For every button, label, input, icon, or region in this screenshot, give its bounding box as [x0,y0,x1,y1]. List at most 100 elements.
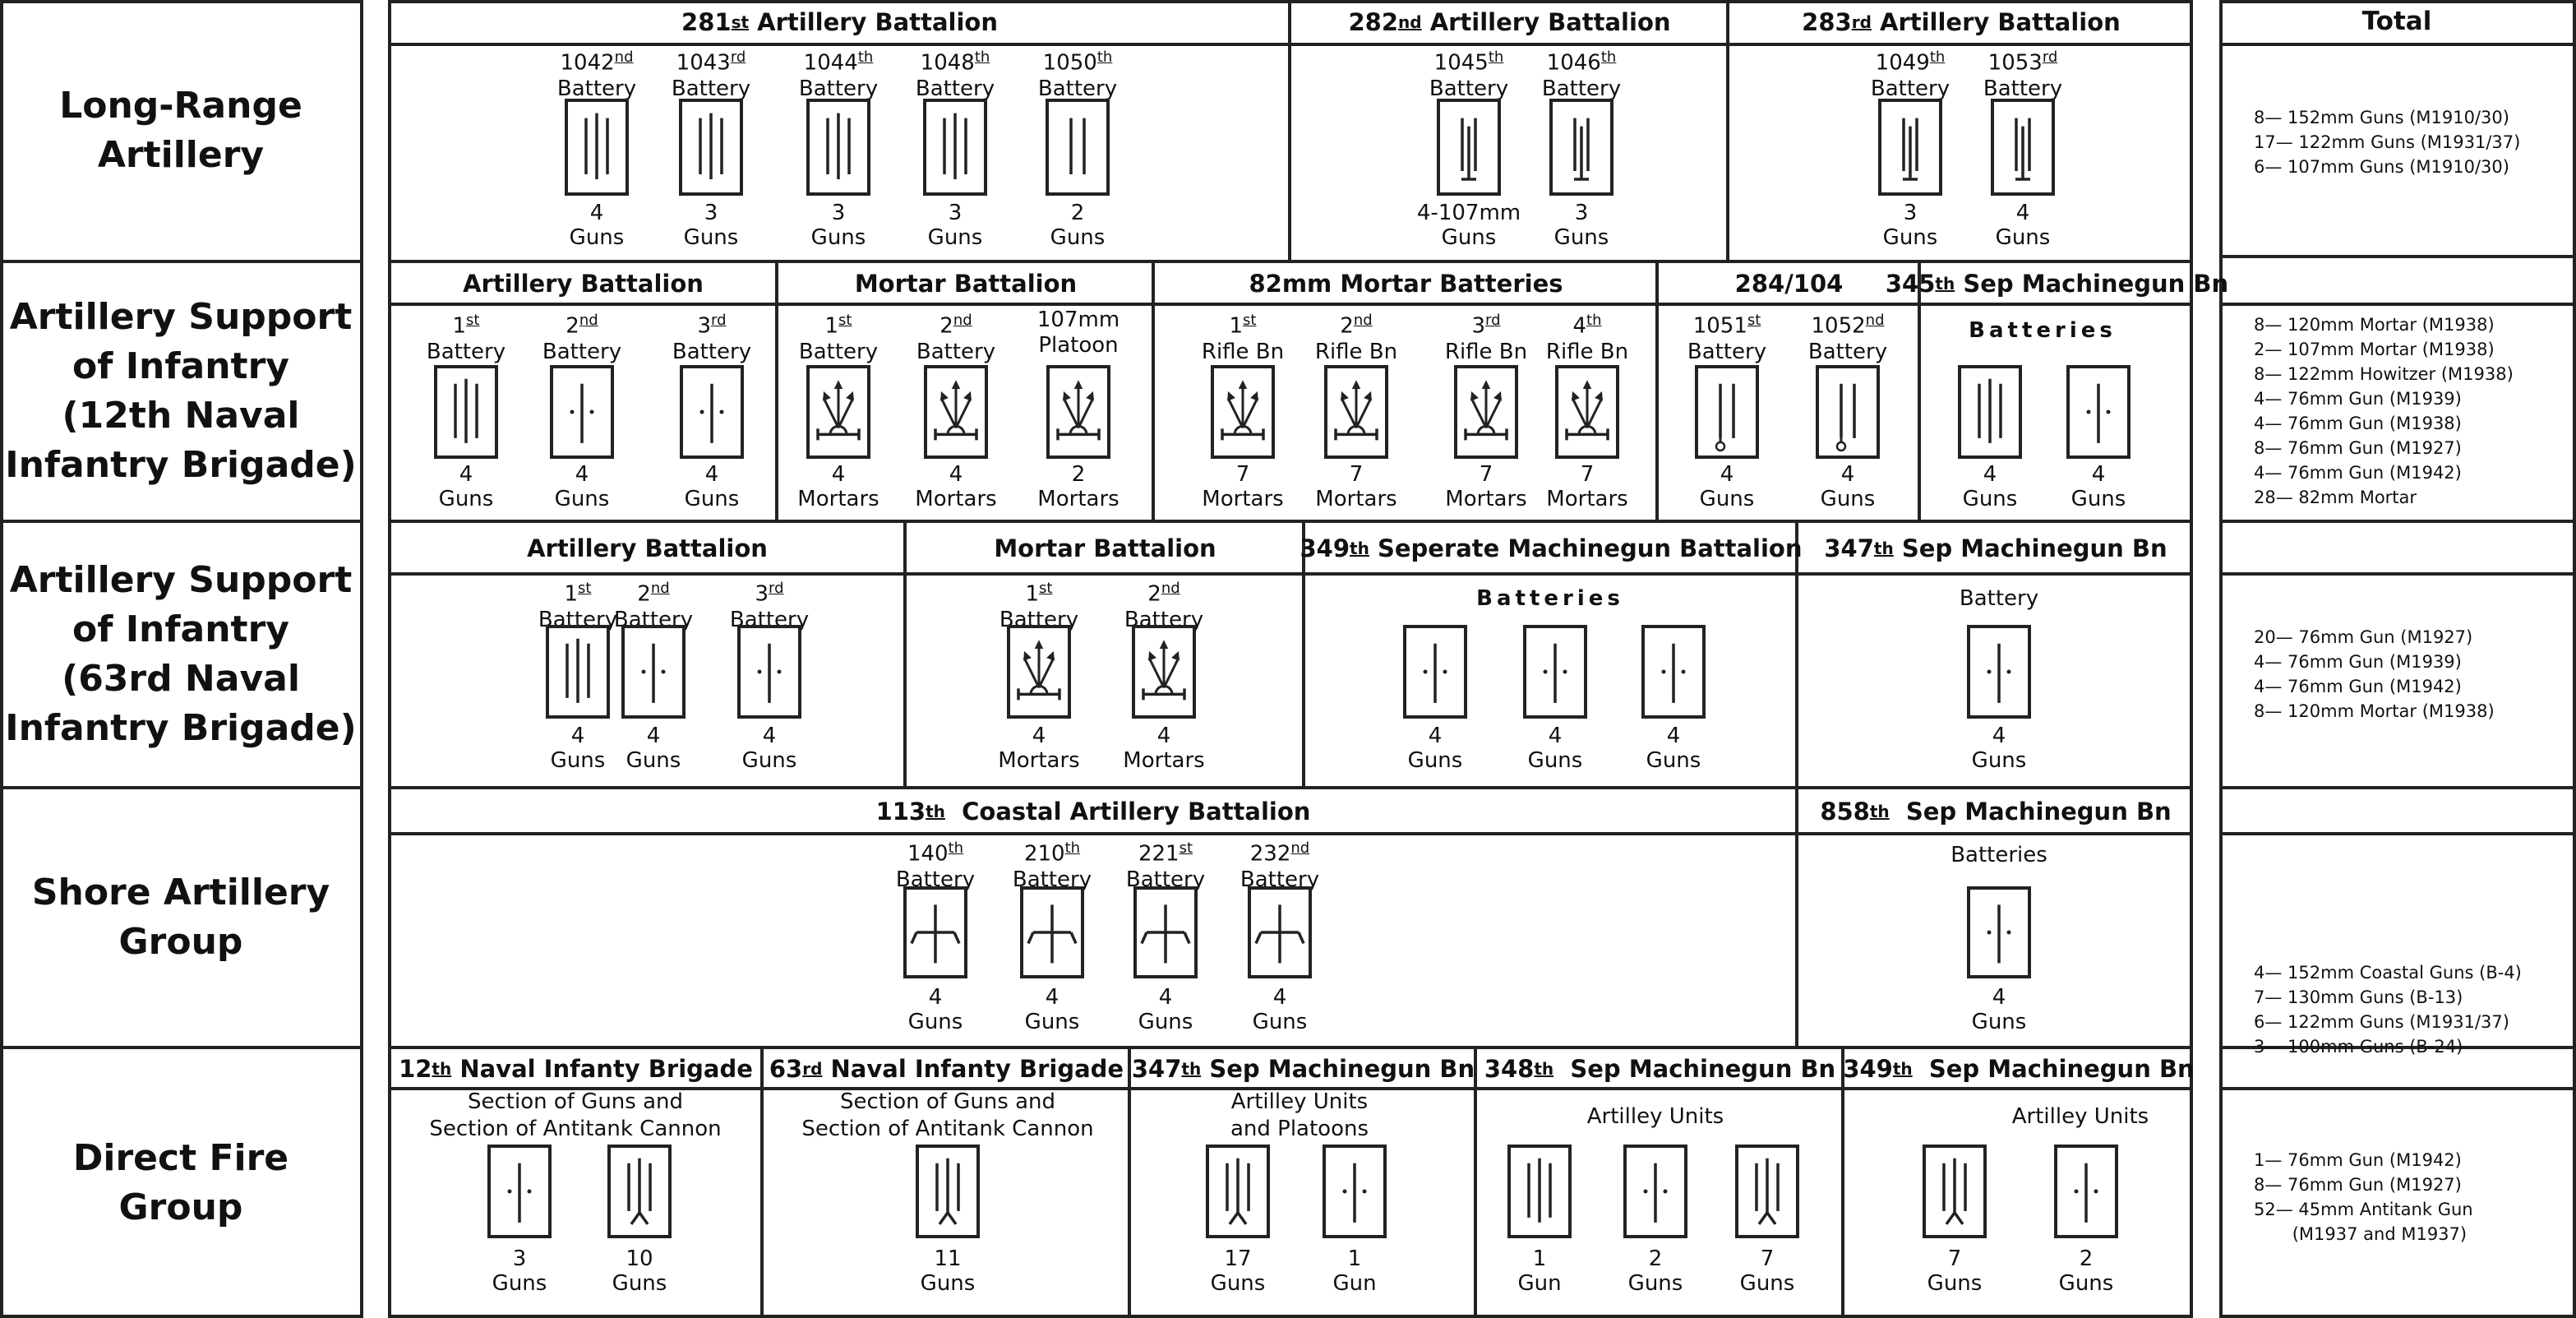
total-line: 28— 82mm Mortar [2254,488,2417,507]
gun-icon [2054,1145,2118,1242]
unit-count: 7 Guns [1927,1246,1983,1296]
unit-count: 4 Guns [1407,724,1463,773]
gun-icon [1967,625,2031,722]
unit-count: 4 Guns [1962,462,2018,511]
header-underline [388,1087,2193,1090]
section-divider [1918,261,1921,521]
unit-count: 4 Guns [1646,724,1701,773]
unit-count: 4 Guns [550,724,606,773]
section-divider [760,1047,764,1318]
row-label-shore: Shore Artillery Group [31,872,330,963]
subunit-label: Section of Guns and Section of Antitank … [801,1089,1094,1141]
section-divider [1152,261,1155,521]
mortar-icon [1132,625,1196,722]
row-border [388,520,2193,523]
total-line: 8— 76mm Gun (M1927) [2254,1175,2462,1195]
gun-icon [1695,365,1759,462]
row-label-long-range: Long-Range Artillery [59,85,302,176]
totals-divider [2219,572,2576,576]
gun-icon [679,99,743,199]
coastal-gun-icon [1133,886,1198,982]
unit-count: 4 Guns [741,724,797,773]
gun-icon [806,99,870,199]
unit-count: 4 Guns [684,462,740,511]
total-line: 8— 120mm Mortar (M1938) [2254,701,2495,721]
unit-count: 4 Guns [1527,724,1583,773]
gun-icon [1437,99,1501,199]
gun-icon [434,365,498,462]
header-underline [388,832,2193,835]
total-line: 52— 45mm Antitank Gun (M1937 and M1937) [2254,1200,2473,1244]
row-label-column [0,0,363,1318]
gun-icon [1967,886,2031,982]
section-divider [1726,0,1729,261]
unit-count: 1 Gun [1332,1246,1377,1296]
unit-count: 4 Guns [1995,201,2051,250]
unit-count: 7 Mortars [1315,462,1397,511]
unit-count: 4 Guns [2070,462,2126,511]
unit-count: 2 Mortars [1037,462,1119,511]
total-line: 6— 107mm Guns (M1910/30) [2254,157,2509,177]
total-line: 4— 76mm Gun (M1939) [2254,389,2462,409]
total-line: 7— 130mm Guns (B-13) [2254,987,2463,1007]
unit-count: 2 Guns [1050,201,1106,250]
totals-divider [2219,520,2576,523]
row-border [388,260,2193,263]
totals-divider [2219,255,2576,258]
unit-count: 4 Guns [438,462,494,511]
unit-count: 4 Guns [1699,462,1755,511]
total-line: 3— 100mm Guns (B-24) [2254,1037,2463,1057]
total-line: 4— 76mm Gun (M1942) [2254,463,2462,483]
total-line: 20— 76mm Gun (M1927) [2254,627,2473,647]
gun-icon [737,625,801,722]
gun-icon [1958,365,2022,462]
unit-count: 4 Guns [569,201,625,250]
section-divider [1474,1047,1477,1318]
mortar-icon [924,365,988,462]
total-line: 8— 120mm Mortar (M1938) [2254,315,2495,335]
header-underline [388,303,2193,306]
total-line: 17— 122mm Guns (M1931/37) [2254,132,2521,152]
row-label-direct-fire: Direct Fire Group [72,1136,289,1228]
unit-count: 7 Mortars [1202,462,1284,511]
unit-count: 4 Guns [1024,985,1080,1034]
mortar-icon [1454,365,1518,462]
unit-count: 4 Guns [1252,985,1308,1034]
unit-count: 3 Guns [1882,201,1938,250]
gun-icon [1046,99,1110,199]
section-divider [1841,1047,1844,1318]
total-line: 4— 152mm Coastal Guns (B-4) [2254,963,2522,983]
coastal-gun-icon [903,886,967,982]
unit-count: 4 Mortars [915,462,997,511]
row-label-63rd-brigade: Artillery Support of Infantry (63rd Nava… [5,559,357,749]
totals-divider [2219,786,2576,789]
gun-icon [680,365,744,462]
section-header: Mortar Battalion [994,534,1216,562]
gun-icon [923,99,987,199]
total-line: 4— 76mm Gun (M1938) [2254,414,2462,433]
subunit-label: Batteries [1476,586,1624,611]
section-divider [1655,261,1659,521]
coastal-gun-icon [1020,886,1084,982]
total-line: 8— 76mm Gun (M1927) [2254,438,2462,458]
totals-list: 4— 152mm Coastal Guns (B-4) 7— 130mm Guns… [2254,960,2522,1059]
row-divider [0,520,363,523]
total-line: 8— 152mm Guns (M1910/30) [2254,108,2509,127]
